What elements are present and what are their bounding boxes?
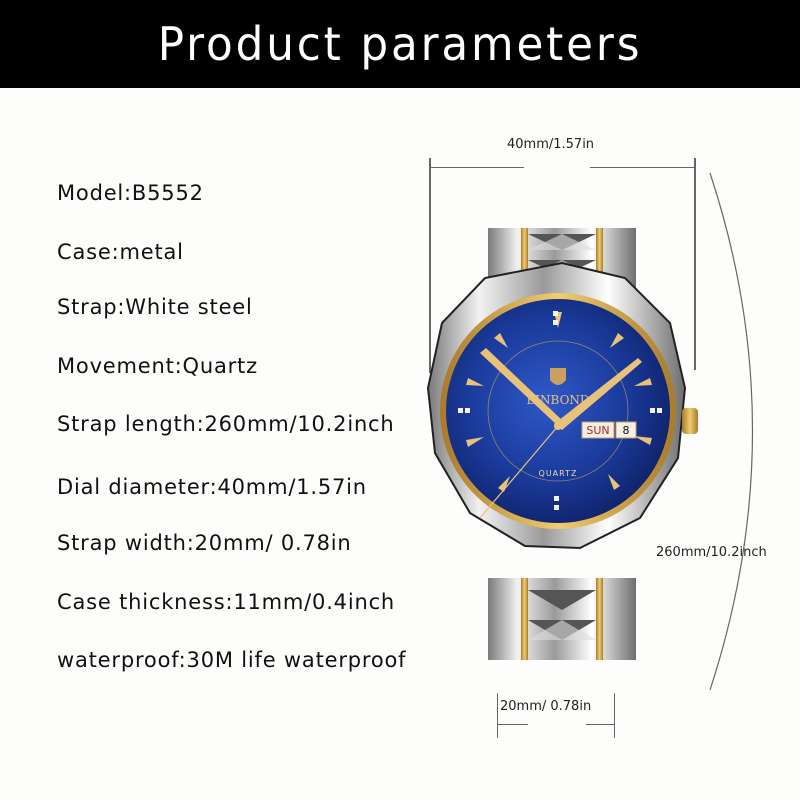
spec-case: Case:metal <box>57 240 184 264</box>
dial-width-right-line <box>694 158 696 370</box>
strap-width-right-line <box>614 693 615 738</box>
strap-length-label: 260mm/10.2inch <box>656 545 767 560</box>
second-hand <box>479 425 559 519</box>
strap-width-arrow-right <box>586 724 614 725</box>
watch-image: BINBOND QUARTZ SUN 8 <box>426 228 698 660</box>
brand-logo-icon <box>550 368 566 385</box>
strap-length-arc <box>709 172 754 691</box>
spec-movement: Movement:Quartz <box>57 354 258 378</box>
bracelet-bottom <box>488 578 636 660</box>
minute-hand <box>554 358 642 430</box>
dial-quartz-text: QUARTZ <box>539 469 578 478</box>
spec-strap: Strap:White steel <box>57 295 253 319</box>
dial-width-arrow-left <box>430 167 524 168</box>
dial-width-arrow-right <box>590 167 694 168</box>
dial-width-label: 40mm/1.57in <box>507 137 595 152</box>
page-title: Product parameters <box>157 17 643 71</box>
hour-hand <box>480 348 564 426</box>
dial-width-left-line <box>429 158 431 373</box>
spec-strap-width: Strap width:20mm/ 0.78in <box>57 531 352 555</box>
spec-case-thickness: Case thickness:11mm/0.4inch <box>57 590 396 614</box>
spec-strap-length: Strap length:260mm/10.2inch <box>57 412 395 436</box>
header-banner: Product parameters <box>0 0 800 88</box>
strap-width-label: 20mm/ 0.78in <box>500 699 592 714</box>
spec-model: Model:B5552 <box>57 181 204 205</box>
spec-dial-diameter: Dial diameter:40mm/1.57in <box>57 475 367 499</box>
spec-waterproof: waterproof:30M life waterproof <box>57 648 407 672</box>
strap-width-left-line <box>497 693 498 738</box>
date-window: 8 <box>623 424 630 437</box>
strap-width-arrow-left <box>498 724 528 725</box>
day-window: SUN <box>586 424 609 437</box>
